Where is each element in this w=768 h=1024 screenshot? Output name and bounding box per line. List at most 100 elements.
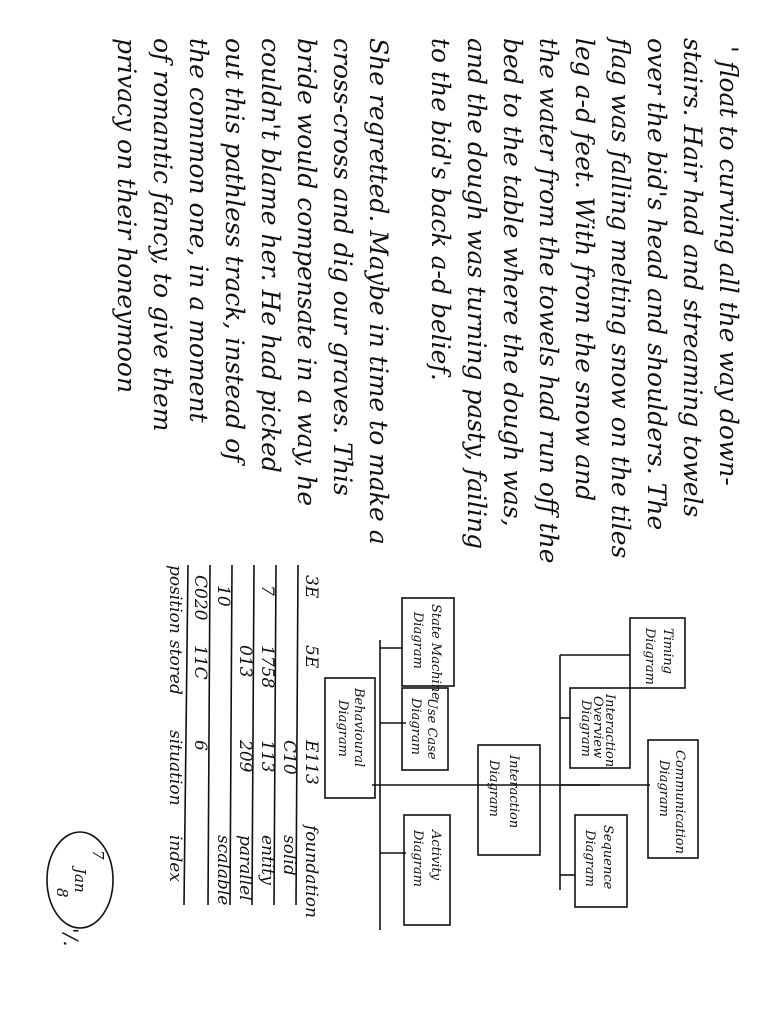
box-label: Diagram (582, 829, 597, 887)
box-frame (629, 617, 686, 689)
box-label: Activity (428, 829, 443, 881)
box-label: Behavioural (351, 687, 366, 767)
box-frame (324, 677, 376, 799)
table-cell: 11C (190, 645, 210, 680)
box-label: Diagram (410, 611, 425, 669)
prose-line: bed to the table where the dough was, (498, 38, 527, 527)
table-rule (295, 564, 299, 906)
prose-line: bride would compensate in a way, he (292, 38, 321, 506)
table-cell: 7 (257, 585, 277, 596)
table-header-cell: index (165, 835, 185, 882)
table-cell: foundation (301, 823, 321, 918)
prose-line: the water from the towels had run off th… (534, 38, 563, 564)
table-header-cell: position (165, 565, 185, 634)
table-cell: 113 (257, 740, 277, 772)
table-cell: C10 (279, 740, 299, 775)
table-row: entity 113 1758 7 (257, 585, 277, 885)
box-frame (403, 814, 451, 926)
prose-line: couldn't blame her. He had picked (256, 38, 285, 473)
table-header-cell: stored (165, 640, 185, 695)
box-label: Diagram (486, 759, 501, 817)
prose-line: leg a-d feet. With from the snow and (570, 38, 599, 501)
table-row: 6 11C C020 (190, 575, 210, 751)
table-cell: 5E (301, 645, 321, 669)
box-frame (569, 687, 631, 769)
page-mark: 7 Jan 8 (46, 831, 114, 929)
table-cell: 3E (301, 575, 321, 599)
prose-line: stairs. Hair had and streaming towels (678, 38, 707, 517)
box-frame (401, 597, 455, 687)
prose-line: over the bid's head and shoulders. The (642, 38, 671, 530)
box-label: Diagram (408, 697, 423, 755)
table-cell: parallel (235, 835, 255, 901)
table-rule (207, 564, 211, 906)
table-rule (251, 564, 255, 906)
prose-line: out this pathless track, instead of (220, 38, 249, 466)
table-cell: solid (279, 835, 299, 876)
paragraph-2: She regretted. Maybe in time to make a c… (112, 38, 393, 545)
table-rules (183, 564, 299, 906)
prose-line: flag was falling melting snow on the til… (606, 36, 635, 558)
box-label: Diagram (656, 759, 671, 817)
table-header-row: index situation stored position (165, 565, 185, 882)
prose-line: to the bid's back a-d belief. (426, 38, 455, 381)
box-label: Timing (660, 628, 675, 674)
box-label: State Machine (428, 604, 443, 700)
prose-line: privacy on their honeymoon (112, 38, 141, 393)
prose-block: ' float to curving all the way down- sta… (112, 36, 743, 564)
table-row: foundation E113 5E 3E (301, 575, 321, 918)
box-label: Diagram (410, 829, 425, 887)
box-label: Use Case (424, 698, 439, 760)
page-mark-line: Jan (71, 865, 89, 893)
table-header-cell: situation (165, 730, 185, 806)
box-sequence-diagram: Sequence Diagram (574, 814, 628, 908)
box-label: Diagram (642, 627, 657, 685)
box-timing-diagram: Timing Diagram (629, 617, 686, 689)
box-label: Interaction (506, 754, 521, 828)
table-cell: 10 (213, 585, 233, 607)
prose-line: the common one, in a moment (184, 38, 213, 424)
table-cell: 6 (190, 740, 210, 751)
box-label: Sequence (600, 825, 615, 890)
handwritten-table: index situation stored position 6 11C C0… (165, 564, 321, 918)
table-rule (229, 564, 233, 906)
box-behavioural-diagram: Behavioural Diagram (324, 677, 376, 799)
table-cell: 013 (235, 645, 255, 677)
prose-line: of romantic fancy, to give them (148, 38, 177, 431)
box-interaction-overview-diagram: Interaction Overview Diagram (569, 687, 631, 769)
box-frame (401, 687, 449, 771)
prose-line: She regretted. Maybe in time to make a (364, 38, 393, 545)
box-communication-diagram: Communication Diagram (647, 739, 699, 859)
table-row: scalable 10 (213, 585, 233, 905)
table-row: parallel 209 013 (235, 645, 255, 901)
box-frame (574, 814, 628, 908)
box-use-case-diagram: Use Case Diagram (401, 687, 449, 771)
box-interaction-diagram: Interaction Diagram (477, 744, 541, 856)
page-mark-line: 7 (89, 850, 107, 860)
box-label: Diagram (335, 699, 350, 757)
table-cell: scalable (213, 835, 233, 905)
page-mark-line: 8 (53, 888, 71, 898)
box-activity-diagram: Activity Diagram (403, 814, 451, 926)
table-cell: 1758 (257, 645, 277, 688)
prose-line: ' float to curving all the way down- (714, 46, 743, 486)
table-cell: 209 (235, 739, 255, 773)
table-cell: C020 (190, 575, 210, 621)
box-frame (477, 744, 541, 856)
box-label: Communication (672, 750, 687, 854)
paragraph-1: ' float to curving all the way down- sta… (426, 36, 743, 564)
table-rule (183, 564, 189, 906)
table-cell: E113 (301, 739, 321, 785)
table-row: solid C10 (279, 740, 299, 876)
box-label: Interaction (602, 693, 617, 767)
table-rule (273, 564, 277, 906)
box-label: Diagram (578, 699, 593, 757)
box-label: Overview (590, 696, 605, 758)
diagram-connectors (372, 640, 650, 930)
behaviour-diagram: Behavioural Diagram Use Case Diagram Sta… (324, 597, 699, 930)
prose-line: cross-cross and dig our graves. This (328, 38, 357, 496)
box-frame (647, 739, 699, 859)
page-mark-tail: '/. (59, 928, 83, 947)
prose-line: and the dough was turning pasty, failing (462, 38, 491, 549)
